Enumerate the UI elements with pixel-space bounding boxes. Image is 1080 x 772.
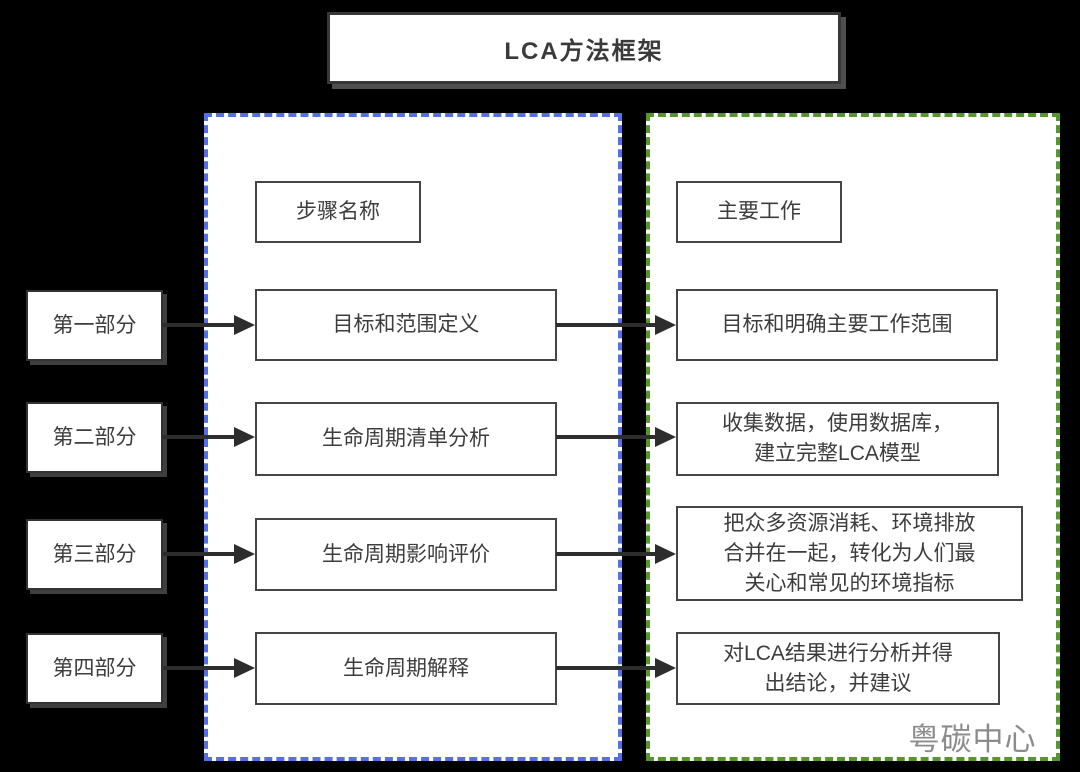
step-box-4: 生命周期解释 [255,632,557,705]
work-box-4: 对LCA结果进行分析并得 出结论，并建议 [676,632,1000,705]
work-column-header: 主要工作 [676,181,842,243]
arrow-part3-to-step3 [162,544,255,564]
steps-column-header: 步骤名称 [255,181,421,243]
part-label-3: 第三部分 [26,519,163,590]
diagram-title: LCA方法框架 [327,12,841,84]
work-box-1: 目标和明确主要工作范围 [676,289,998,361]
arrow-step3-to-work3 [556,544,676,564]
arrow-part2-to-step2 [162,427,255,447]
part-label-2: 第二部分 [26,402,163,473]
part-label-1: 第一部分 [26,290,163,361]
arrow-part4-to-step4 [162,658,255,678]
arrow-step4-to-work4 [556,658,676,678]
step-box-3: 生命周期影响评价 [255,518,557,591]
part-label-4: 第四部分 [26,633,163,704]
watermark-text: 粤碳中心 [908,722,1037,757]
work-box-3: 把众多资源消耗、环境排放 合并在一起，转化为人们最 关心和常见的环境指标 [676,506,1023,601]
work-box-2: 收集数据，使用数据库， 建立完整LCA模型 [676,402,999,476]
arrow-step2-to-work2 [556,427,676,447]
step-box-1: 目标和范围定义 [255,289,557,361]
step-box-2: 生命周期清单分析 [255,402,557,476]
arrow-part1-to-step1 [162,315,255,335]
arrow-step1-to-work1 [556,315,676,335]
